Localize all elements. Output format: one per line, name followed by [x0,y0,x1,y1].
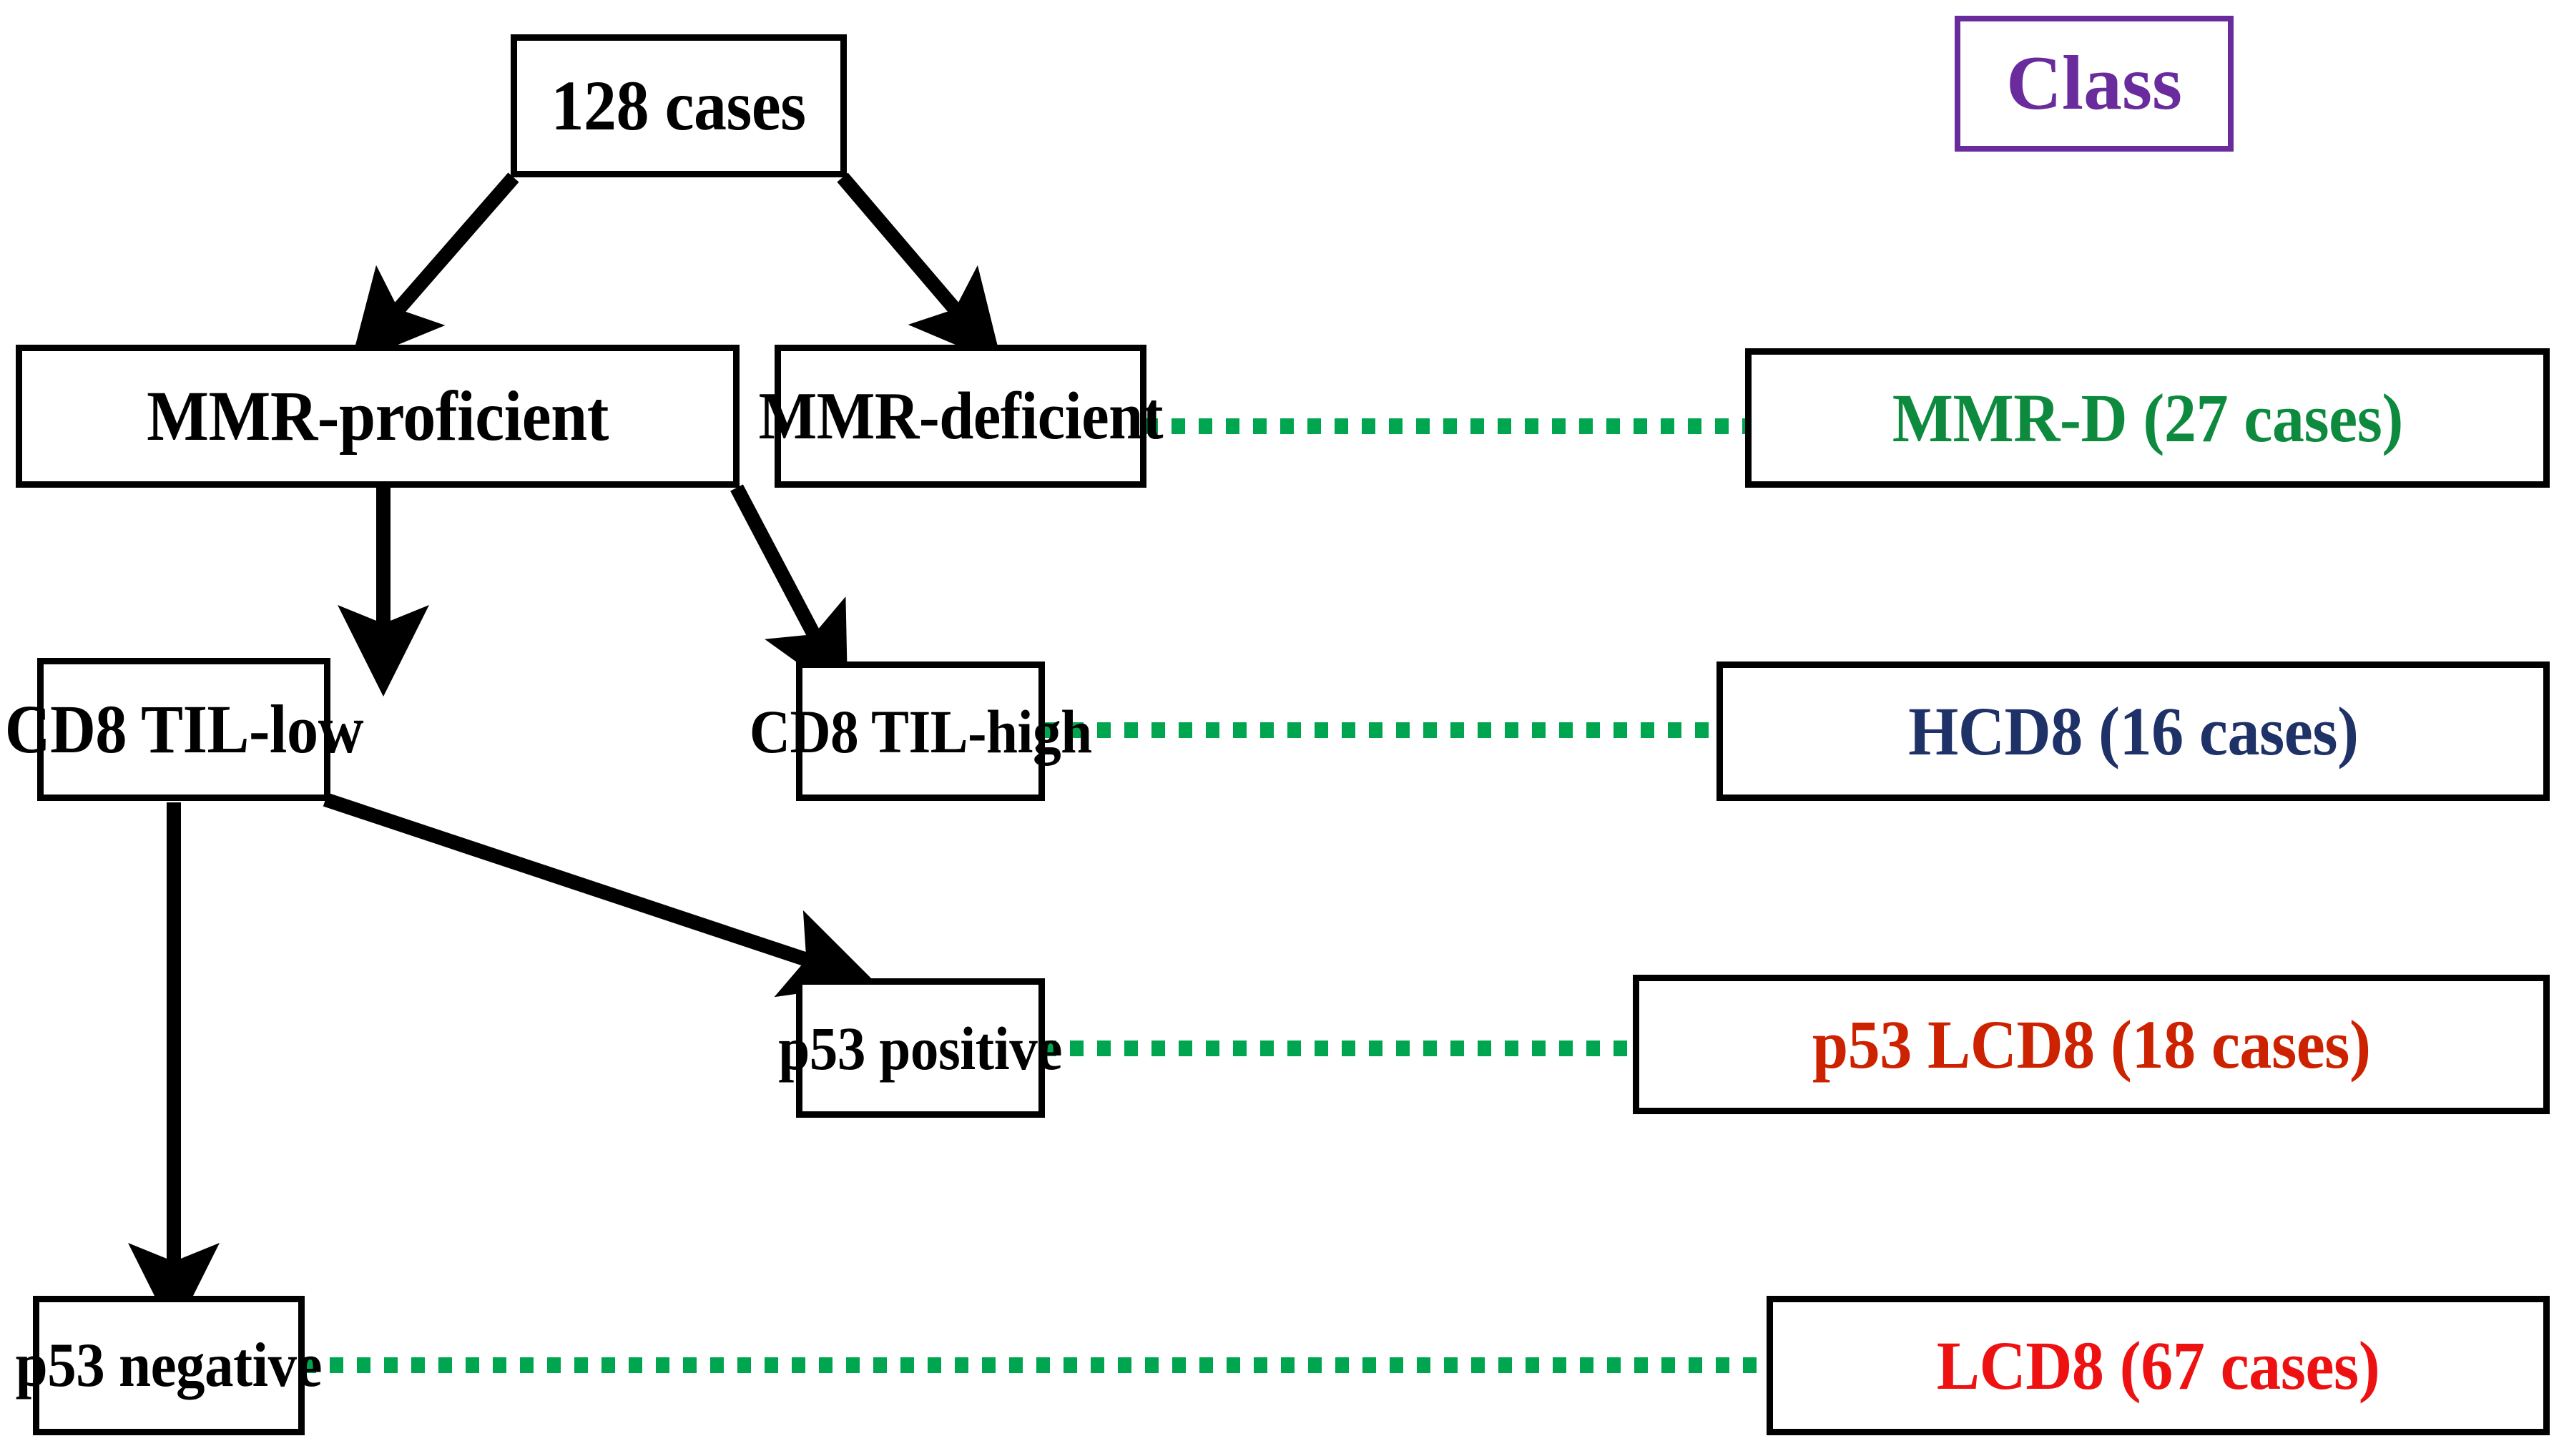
connector-p53-negative-to-lcd8 [303,1357,1769,1373]
class-box-p53-lcd8-label: p53 LCD8 (18 cases) [1812,1005,2371,1083]
class-box-mmr-d-label: MMR-D (27 cases) [1892,379,2403,456]
node-mmr-deficient-label: MMR-deficient [758,379,1163,453]
node-cd8-til-low-label: CD8 TIL-low [4,691,363,767]
node-cd8-til-high-label: CD8 TIL-high [749,697,1092,766]
connector-p53-positive-to-p53-lcd8 [1043,1041,1636,1056]
node-p53-positive-label: p53 positive [778,1013,1063,1083]
class-box-lcd8-label: LCD8 (67 cases) [1936,1327,2380,1404]
node-root-label: 128 cases [551,66,807,145]
node-mmr-deficient[interactable]: MMR-deficient [758,345,1163,488]
arrow-root-to-mmr-proficient [350,172,519,365]
arrow-root-to-mmr-deficient [837,172,1003,365]
class-box-mmr-d[interactable]: MMR-D (27 cases) [1745,348,2550,488]
class-box-hcd8[interactable]: HCD8 (16 cases) [1716,661,2550,801]
class-box-lcd8[interactable]: LCD8 (67 cases) [1767,1296,2550,1435]
class-box-p53-lcd8[interactable]: p53 LCD8 (18 cases) [1633,975,2550,1114]
arrow-cd8-til-low-to-p53-positive [323,792,876,998]
node-root-128-cases[interactable]: 128 cases [511,34,847,177]
class-column-header-label: Class [2005,41,2183,126]
node-cd8-til-high[interactable]: CD8 TIL-high [750,661,1092,801]
node-mmr-proficient[interactable]: MMR-proficient [16,345,740,488]
class-column-header: Class [1955,16,2234,152]
node-p53-negative-label: p53 negative [15,1330,323,1400]
node-p53-negative[interactable]: p53 negative [16,1296,323,1435]
connector-cd8-til-high-to-hcd8 [1043,722,1720,738]
class-box-hcd8-label: HCD8 (16 cases) [1907,692,2359,769]
node-cd8-til-low[interactable]: CD8 TIL-low [4,658,363,801]
node-p53-positive[interactable]: p53 positive [779,978,1063,1118]
node-mmr-proficient-label: MMR-proficient [147,376,609,456]
arrow-mmr-proficient-to-cd8-til-high [730,484,848,699]
connector-mmr-deficient-to-mmr-d [1144,418,1749,434]
